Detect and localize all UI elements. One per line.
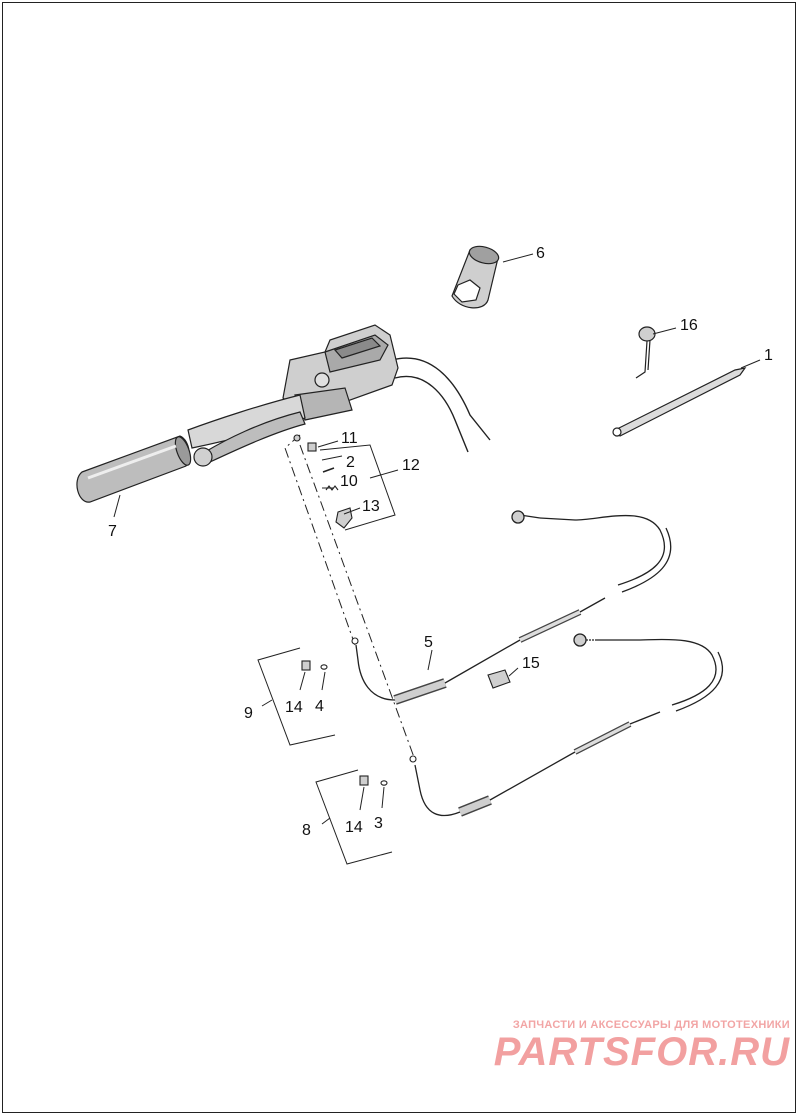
callout-1: 1 bbox=[764, 347, 773, 364]
callout-14a: 14 bbox=[285, 699, 303, 716]
handlebar-tube bbox=[391, 357, 491, 453]
hand-grip bbox=[76, 435, 192, 503]
callout-13: 13 bbox=[362, 498, 380, 515]
leader-lines bbox=[113, 253, 761, 865]
throttle-cable-lower bbox=[414, 633, 724, 817]
callout-15: 15 bbox=[522, 655, 540, 672]
callout-12: 12 bbox=[402, 457, 420, 474]
control-housing bbox=[187, 324, 399, 467]
callout-8: 8 bbox=[302, 822, 311, 839]
throttle-cable-upper bbox=[355, 510, 672, 705]
callout-10: 10 bbox=[340, 473, 358, 490]
callout-14b: 14 bbox=[345, 819, 363, 836]
callout-9: 9 bbox=[244, 705, 253, 722]
small-hardware-lower bbox=[301, 637, 417, 786]
cable-strap bbox=[612, 367, 747, 437]
callout-2: 2 bbox=[346, 454, 355, 471]
grip-sleeve bbox=[451, 245, 500, 309]
cable-clip bbox=[635, 326, 656, 379]
callout-16: 16 bbox=[680, 317, 698, 334]
callout-numbers: 1 2 3 4 5 6 7 8 9 10 11 12 13 14 14 15 1… bbox=[108, 245, 773, 839]
callout-11: 11 bbox=[341, 430, 358, 447]
callout-3: 3 bbox=[374, 815, 383, 832]
callout-5: 5 bbox=[424, 634, 433, 651]
watermark-tagline: ЗАПЧАСТИ И АКСЕССУАРЫ ДЛЯ МОТОТЕХНИКИ bbox=[512, 1019, 790, 1031]
callout-6: 6 bbox=[536, 245, 545, 262]
spacer-part bbox=[487, 669, 511, 689]
watermark-logo: PARTSFOR.RU bbox=[493, 1030, 790, 1074]
callout-4: 4 bbox=[315, 698, 324, 715]
callout-7: 7 bbox=[108, 523, 117, 540]
